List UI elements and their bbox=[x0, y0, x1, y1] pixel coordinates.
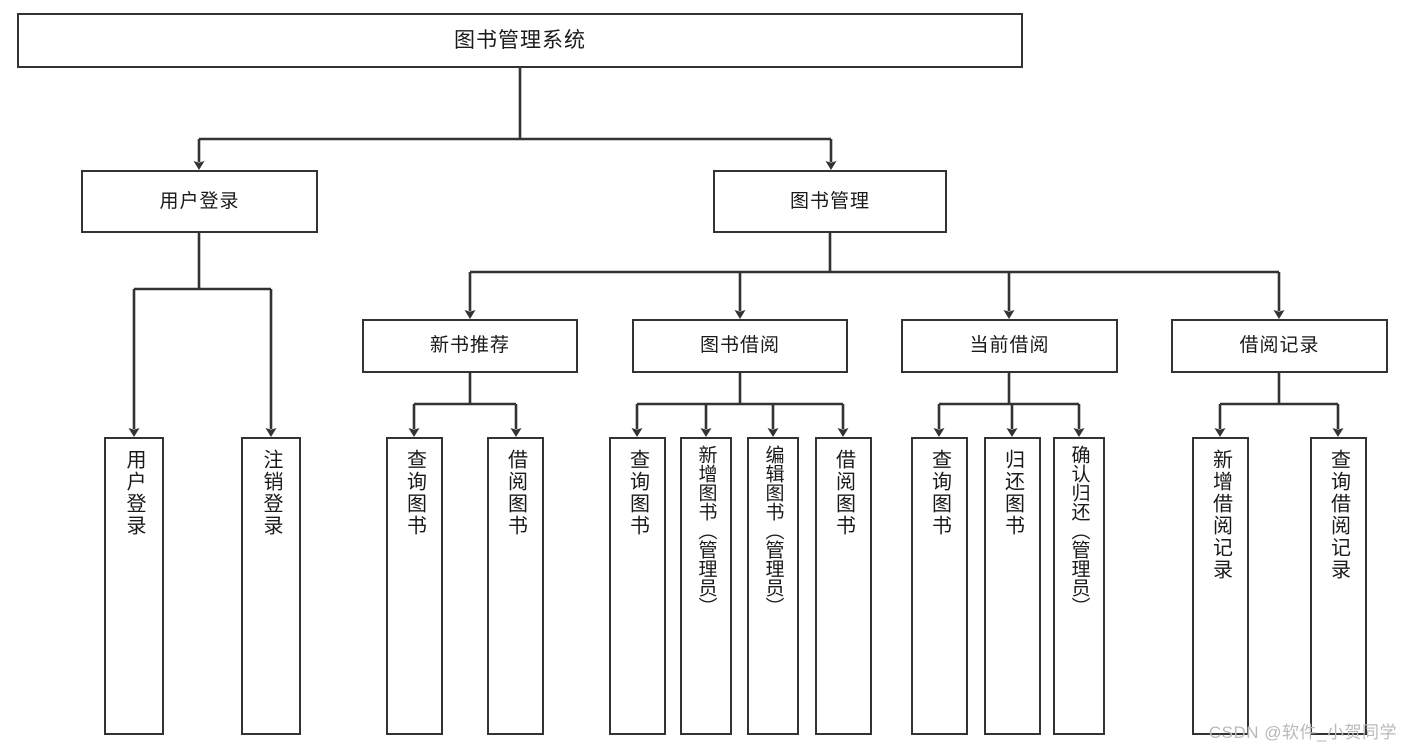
node-leaf-query-book-3[interactable]: 查询图书 bbox=[911, 437, 968, 735]
node-leaf-add-book-label: 新增图书（管理员） bbox=[695, 445, 717, 616]
node-book-borrow-label: 图书借阅 bbox=[699, 335, 780, 357]
node-leaf-borrow-book-1[interactable]: 借阅图书 bbox=[487, 437, 544, 735]
node-leaf-confirm-return-label: 确认归还（管理员） bbox=[1068, 445, 1090, 616]
node-book-manage-label: 图书管理 bbox=[789, 190, 870, 212]
node-leaf-add-book[interactable]: 新增图书（管理员） bbox=[680, 437, 732, 735]
node-leaf-user-login[interactable]: 用户登录 bbox=[104, 437, 164, 735]
node-user-login-label: 用户登录 bbox=[159, 190, 240, 212]
node-leaf-logout-label: 注销登录 bbox=[260, 449, 282, 537]
node-leaf-query-book-2-label: 查询图书 bbox=[626, 449, 649, 537]
node-leaf-confirm-return[interactable]: 确认归还（管理员） bbox=[1053, 437, 1105, 735]
node-leaf-edit-book-label: 编辑图书（管理员） bbox=[762, 445, 784, 616]
node-leaf-add-record-label: 新增借阅记录 bbox=[1209, 449, 1232, 581]
node-user-login[interactable]: 用户登录 bbox=[81, 170, 318, 233]
node-leaf-edit-book[interactable]: 编辑图书（管理员） bbox=[747, 437, 799, 735]
node-new-book-rec[interactable]: 新书推荐 bbox=[362, 319, 578, 373]
node-leaf-add-record[interactable]: 新增借阅记录 bbox=[1192, 437, 1249, 735]
node-root-system-label: 图书管理系统 bbox=[454, 28, 586, 52]
node-leaf-query-book-3-label: 查询图书 bbox=[928, 449, 951, 537]
node-book-manage[interactable]: 图书管理 bbox=[713, 170, 947, 233]
node-leaf-return-book-label: 归还图书 bbox=[1001, 449, 1024, 537]
node-borrow-record-label: 借阅记录 bbox=[1239, 335, 1320, 357]
node-leaf-query-book-1-label: 查询图书 bbox=[403, 449, 426, 537]
node-leaf-return-book[interactable]: 归还图书 bbox=[984, 437, 1041, 735]
node-new-book-rec-label: 新书推荐 bbox=[429, 335, 510, 357]
node-leaf-query-book-2[interactable]: 查询图书 bbox=[609, 437, 666, 735]
node-leaf-query-book-1[interactable]: 查询图书 bbox=[386, 437, 443, 735]
node-current-borrow[interactable]: 当前借阅 bbox=[901, 319, 1118, 373]
node-borrow-record[interactable]: 借阅记录 bbox=[1171, 319, 1388, 373]
node-root-system[interactable]: 图书管理系统 bbox=[17, 13, 1023, 68]
watermark: CSDN @软件_小贺同学 bbox=[1208, 723, 1397, 742]
node-leaf-borrow-book-1-label: 借阅图书 bbox=[504, 449, 527, 537]
node-current-borrow-label: 当前借阅 bbox=[969, 335, 1050, 357]
node-leaf-borrow-book-2-label: 借阅图书 bbox=[832, 449, 855, 537]
node-leaf-borrow-book-2[interactable]: 借阅图书 bbox=[815, 437, 872, 735]
node-book-borrow[interactable]: 图书借阅 bbox=[632, 319, 848, 373]
node-leaf-user-login-label: 用户登录 bbox=[123, 449, 145, 537]
node-leaf-query-record[interactable]: 查询借阅记录 bbox=[1310, 437, 1367, 735]
node-leaf-query-record-label: 查询借阅记录 bbox=[1327, 449, 1350, 581]
node-leaf-logout[interactable]: 注销登录 bbox=[241, 437, 301, 735]
